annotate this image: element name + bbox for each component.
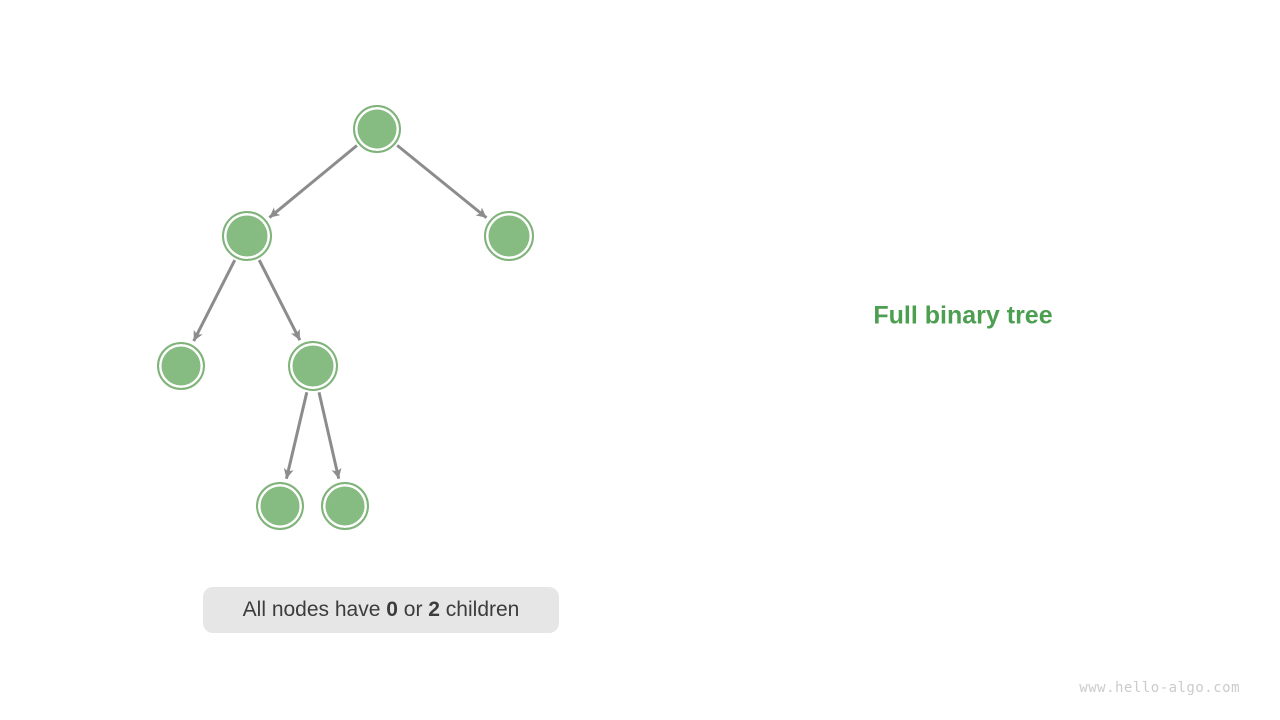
caption-text-part: or bbox=[397, 598, 429, 621]
tree-node bbox=[288, 341, 338, 391]
tree-node bbox=[321, 482, 369, 530]
tree-node bbox=[222, 211, 272, 261]
diagram-title: Full binary tree bbox=[873, 301, 1053, 330]
watermark: www.hello-algo.com bbox=[1079, 680, 1240, 696]
tree-node bbox=[157, 342, 205, 390]
tree-node bbox=[484, 211, 534, 261]
tree-node bbox=[353, 105, 401, 153]
caption-bold-two: 2 bbox=[428, 598, 440, 621]
caption-text-part: All nodes have bbox=[242, 598, 387, 621]
caption-box: All nodes have 0 or 2 children bbox=[203, 587, 559, 633]
caption-bold-zero: 0 bbox=[386, 598, 398, 621]
tree-node bbox=[256, 482, 304, 530]
caption-text-part: children bbox=[439, 598, 520, 621]
